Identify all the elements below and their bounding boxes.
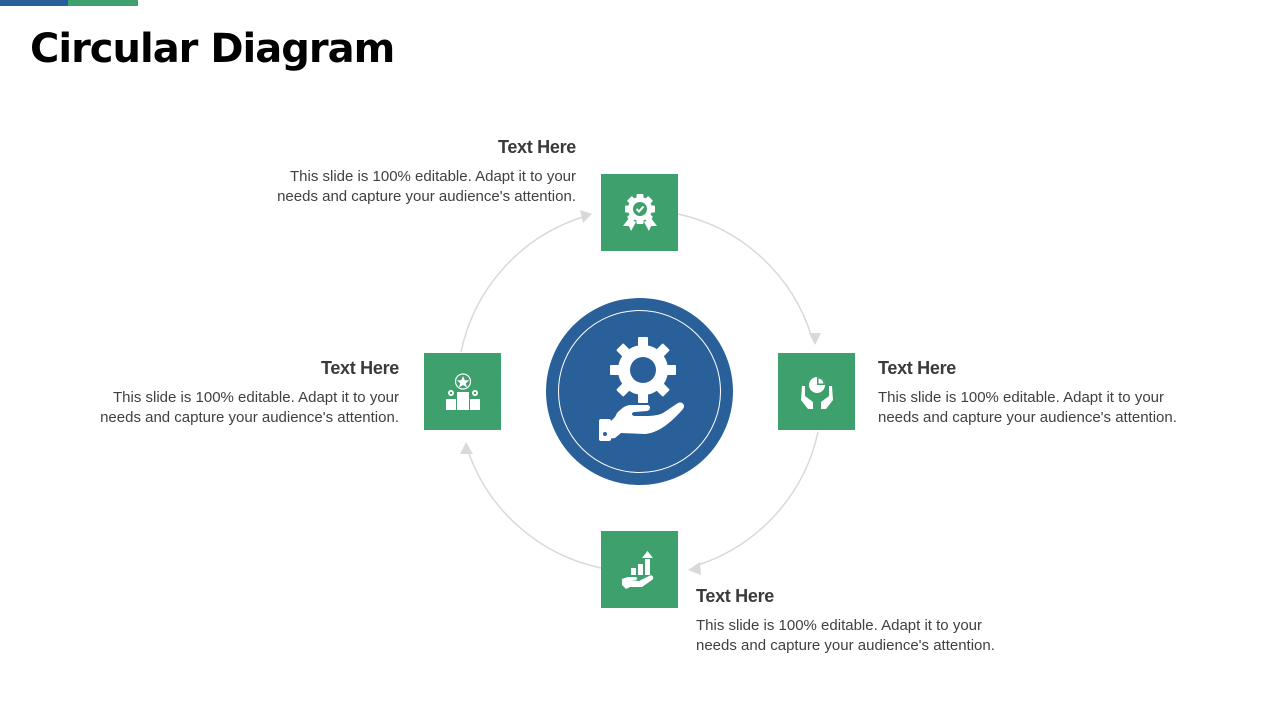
ring-arc-bottom-left	[467, 450, 602, 569]
text-block-left: Text Here This slide is 100% editable. A…	[69, 358, 399, 428]
text-block-body: This slide is 100% editable. Adapt it to…	[100, 389, 399, 426]
text-block-body: This slide is 100% editable. Adapt it to…	[878, 389, 1177, 426]
podium-star-icon	[445, 372, 480, 410]
text-block-top: Text Here This slide is 100% editable. A…	[246, 137, 576, 207]
arrowhead-left	[460, 442, 473, 454]
gear-hand-icon	[598, 336, 684, 441]
center-hub-inner-ring	[558, 310, 721, 473]
ring-arc-left-top	[460, 216, 584, 353]
text-block-heading: Text Here	[320, 358, 399, 378]
center-hub	[546, 298, 733, 485]
text-block-heading: Text Here	[696, 586, 775, 606]
cycle-node-bottom	[601, 531, 678, 608]
top-accent-bar-blue	[0, 0, 68, 6]
arrowhead-bottom	[688, 562, 701, 575]
cycle-node-right	[778, 353, 855, 430]
arrowhead-right	[809, 333, 821, 345]
top-accent-bar-green	[68, 0, 138, 6]
cycle-node-top	[601, 174, 678, 251]
text-block-right: Text Here This slide is 100% editable. A…	[878, 358, 1208, 428]
cycle-node-left	[424, 353, 501, 430]
text-block-bottom: Text Here This slide is 100% editable. A…	[696, 586, 1026, 656]
ring-arc-top-right	[677, 213, 813, 339]
text-block-body: This slide is 100% editable. Adapt it to…	[277, 168, 576, 205]
hands-pie-chart-icon	[800, 376, 833, 409]
arrowhead-top	[580, 210, 592, 223]
ring-arc-right-bottom	[697, 431, 819, 566]
text-block-heading: Text Here	[878, 358, 957, 378]
text-block-heading: Text Here	[497, 137, 576, 157]
slide-title: Circular Diagram	[30, 26, 395, 72]
hand-growth-chart-icon	[621, 550, 653, 589]
award-badge-icon	[622, 193, 657, 231]
text-block-body: This slide is 100% editable. Adapt it to…	[696, 617, 995, 654]
